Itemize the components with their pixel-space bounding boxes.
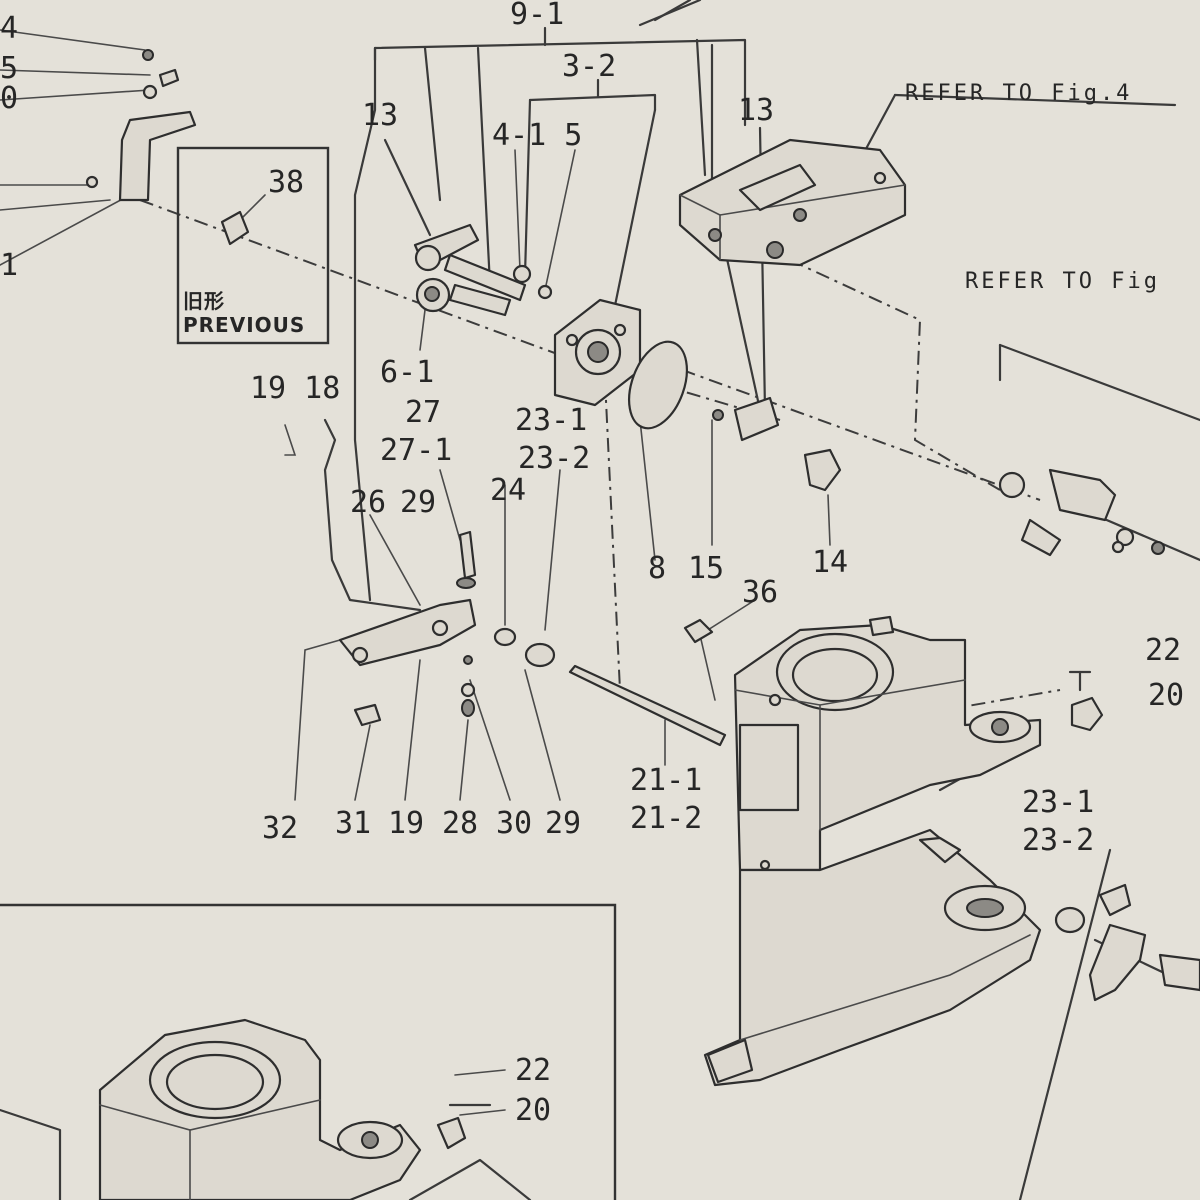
- part-38-pin: [220, 210, 250, 246]
- callout-20-right: 20: [1148, 678, 1184, 713]
- callout-32: 32: [262, 811, 298, 846]
- lower-extension: [703, 828, 1042, 1087]
- housing-block: [678, 138, 907, 267]
- casing-window: [738, 723, 800, 812]
- callout-29-top: 29: [400, 485, 436, 520]
- right-fasteners: [1054, 670, 1104, 934]
- callout-22-right: 22: [1145, 633, 1181, 668]
- callout-4-15: 4-1 5: [492, 118, 582, 153]
- small-parts-right: [712, 396, 842, 492]
- callout-26: 26: [350, 485, 386, 520]
- callout-labels: 9-1 3-2 13 13 4-1 5 6-1 23-1 23-2 8 15 1…: [0, 0, 1184, 1128]
- lower-frame: [0, 903, 617, 1200]
- callout-36: 36: [742, 575, 778, 610]
- refer-fig-label: REFER TO Fig: [965, 269, 1160, 294]
- callout-23-2-bottom: 23-2: [1022, 823, 1094, 858]
- edge-label-1: 1: [0, 248, 18, 283]
- callout-30: 30: [496, 806, 532, 841]
- callout-28: 28: [442, 806, 478, 841]
- callout-20-lower: 20: [515, 1093, 551, 1128]
- callout-27-1: 27-1: [380, 433, 452, 468]
- refer-fig4-label: REFER TO Fig.4: [905, 81, 1132, 106]
- callout-29-bottom: 29: [545, 806, 581, 841]
- callout-8: 8: [648, 551, 666, 586]
- callout-22-lower: 22: [515, 1053, 551, 1088]
- callout-27: 27: [405, 395, 441, 430]
- lower-left-parts: [338, 530, 556, 727]
- callout-14: 14: [812, 545, 848, 580]
- previous-kanji: 旧形: [183, 289, 225, 313]
- edge-label-4: 4: [0, 11, 18, 46]
- right-subassembly: [998, 468, 1165, 557]
- callout-23-1-bottom: 23-1: [1022, 785, 1094, 820]
- callout-13-right: 13: [738, 93, 774, 128]
- o-ring-8: [628, 340, 688, 430]
- callout-23-2-top: 23-2: [518, 441, 590, 476]
- callout-21-2: 21-2: [630, 801, 702, 836]
- previous-label: PREVIOUS: [183, 313, 305, 337]
- callout-23-1-top: 23-1: [515, 403, 587, 438]
- previous-part-number: 38: [268, 165, 304, 200]
- callout-15: 15: [688, 551, 724, 586]
- callout-31: 31: [335, 806, 371, 841]
- callout-13-left: 13: [362, 98, 398, 133]
- main-casing: [683, 615, 1042, 872]
- callout-9-1: 9-1: [510, 0, 564, 32]
- callout-3-2: 3-2: [562, 49, 616, 84]
- edge-label-5: 5: [0, 51, 18, 86]
- bracket-fragment-top-left: [85, 49, 197, 202]
- callout-24: 24: [490, 473, 526, 508]
- bottom-right-bracket: [1088, 883, 1200, 1002]
- callout-21-1: 21-1: [630, 763, 702, 798]
- previous-box: 38 旧形 PREVIOUS: [176, 146, 330, 345]
- callout-19-18: 19 18: [250, 371, 340, 406]
- shaft-21: [568, 664, 727, 747]
- edge-label-0: 0: [0, 81, 18, 116]
- callout-19: 19: [388, 806, 424, 841]
- upper-linkage: [413, 223, 553, 317]
- callout-6-1: 6-1: [380, 355, 434, 390]
- gear-cover: [553, 298, 642, 407]
